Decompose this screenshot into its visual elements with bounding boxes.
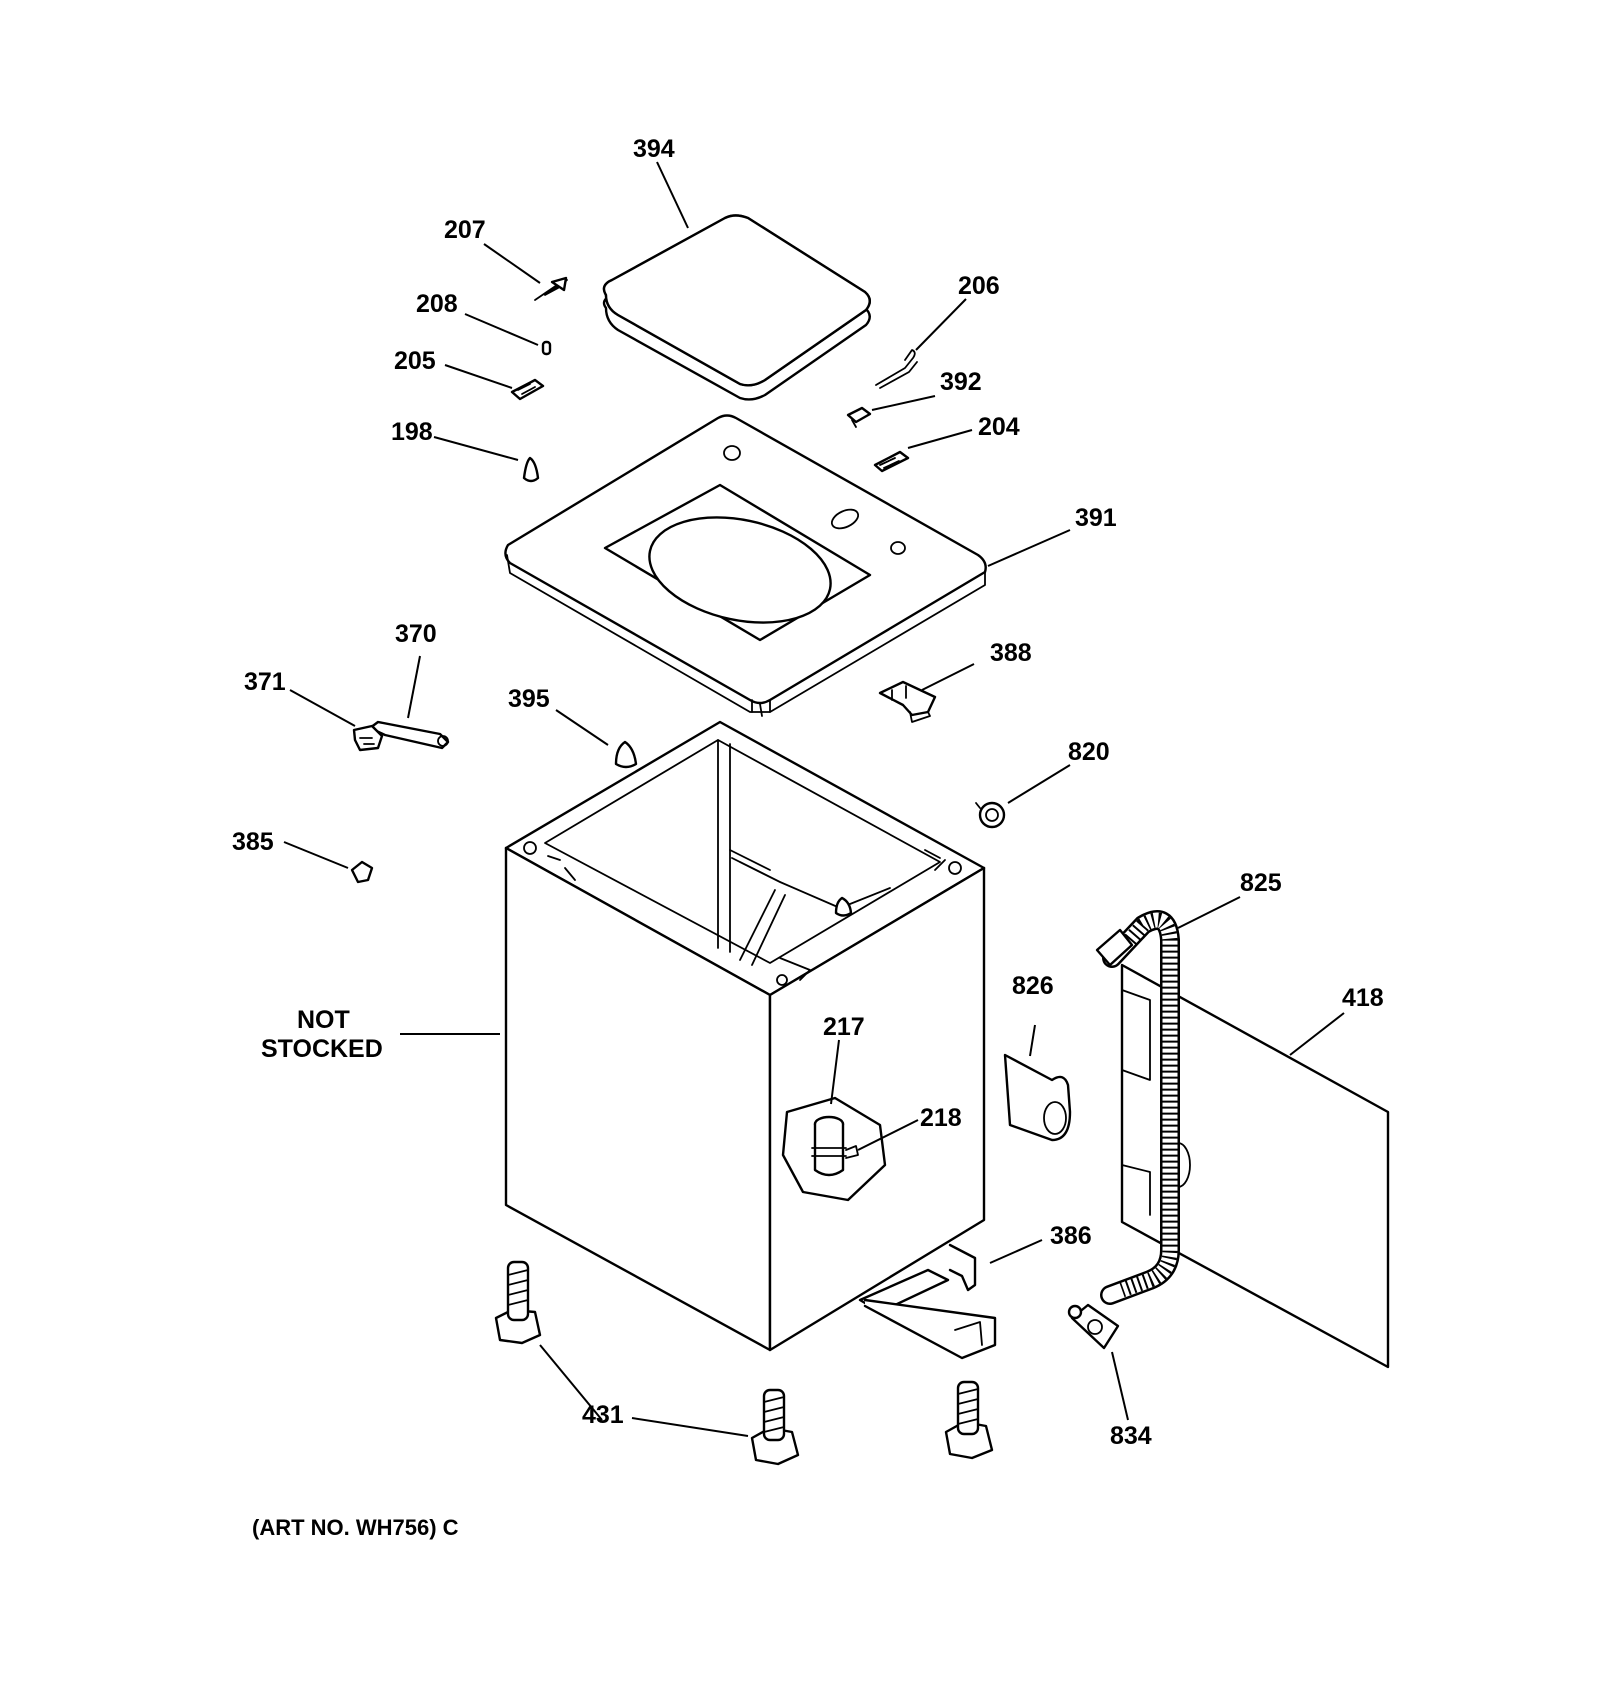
label-370: 370: [395, 620, 437, 648]
label-218: 218: [920, 1104, 962, 1132]
part-431-leg-right[interactable]: [944, 1380, 994, 1460]
part-820-clamp[interactable]: [975, 801, 1006, 829]
part-388-bracket[interactable]: [878, 680, 937, 723]
part-370-lever[interactable]: [368, 720, 450, 750]
part-826-bracket[interactable]: [1003, 1053, 1072, 1142]
label-371: 371: [244, 668, 286, 696]
label-392: 392: [940, 368, 982, 396]
label-206: 206: [958, 272, 1000, 300]
leader-lines: [283, 161, 1345, 1437]
label-395: 395: [508, 685, 550, 713]
label-394: 394: [633, 135, 675, 163]
part-204-bracket[interactable]: [873, 450, 910, 473]
label-not-stocked-line2: STOCKED: [261, 1035, 383, 1063]
label-205: 205: [394, 347, 436, 375]
label-385: 385: [232, 828, 274, 856]
part-391-top-cover[interactable]: [504, 414, 987, 717]
label-217: 217: [823, 1013, 865, 1041]
label-825: 825: [1240, 869, 1282, 897]
part-392-switch[interactable]: [846, 406, 872, 428]
part-834-clamp[interactable]: [1067, 1303, 1120, 1350]
part-395-grommet[interactable]: [614, 740, 638, 769]
part-825-drain-hose[interactable]: [1095, 910, 1180, 1305]
part-394-lid[interactable]: [602, 214, 871, 401]
part-371-mount[interactable]: [352, 724, 384, 752]
label-388: 388: [990, 639, 1032, 667]
cabinet-not-stocked[interactable]: [504, 720, 986, 1352]
part-431-leg-left[interactable]: [494, 1260, 542, 1345]
part-207-clip[interactable]: [534, 276, 568, 301]
part-431-leg-middle[interactable]: [750, 1388, 800, 1466]
part-205-bracket[interactable]: [510, 378, 545, 401]
art-number: (ART NO. WH756) C: [252, 1515, 459, 1540]
label-418: 418: [1342, 984, 1384, 1012]
part-208-pin[interactable]: [541, 340, 552, 356]
label-386: 386: [1050, 1222, 1092, 1250]
label-207: 207: [444, 216, 486, 244]
label-826: 826: [1012, 972, 1054, 1000]
label-204: 204: [978, 413, 1020, 441]
label-198: 198: [391, 418, 433, 446]
part-198-bumper[interactable]: [522, 456, 540, 483]
label-391: 391: [1075, 504, 1117, 532]
label-820: 820: [1068, 738, 1110, 766]
part-385-knob[interactable]: [350, 860, 374, 884]
part-206-hinge[interactable]: [875, 349, 918, 389]
label-208: 208: [416, 290, 458, 318]
label-834: 834: [1110, 1422, 1152, 1450]
part-218-clamp[interactable]: [845, 1145, 859, 1159]
label-not-stocked-line1: NOT: [297, 1006, 350, 1034]
part-217-plate[interactable]: [781, 1096, 887, 1202]
part-418-back-panel[interactable]: [1120, 963, 1390, 1369]
part-386-base-brackets[interactable]: [858, 1243, 997, 1360]
label-431: 431: [582, 1401, 624, 1429]
